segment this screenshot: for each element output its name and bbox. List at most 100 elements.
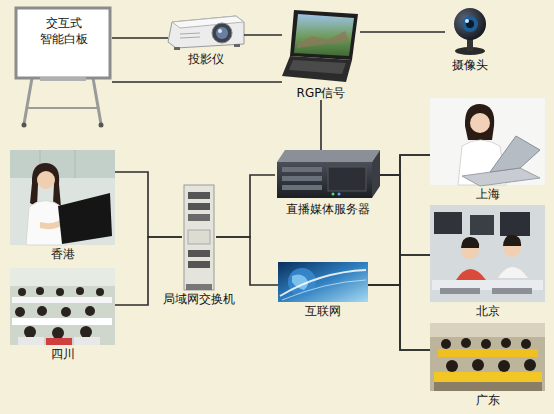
sichuan-photo <box>18 337 44 345</box>
projector-figure <box>174 47 180 50</box>
site-photo: 上海 <box>430 98 545 201</box>
projector-figure <box>172 16 244 28</box>
figure-area <box>430 98 545 185</box>
network-line <box>380 155 430 175</box>
network-line <box>368 155 430 285</box>
figure-area <box>10 150 115 245</box>
sichuan-photo <box>76 287 84 295</box>
sichuan-photo <box>74 337 100 345</box>
beijing-photo <box>492 288 532 294</box>
figure-area <box>282 8 360 84</box>
site-photo: 四川 <box>10 268 115 361</box>
network-line <box>115 172 182 237</box>
internet-figure <box>282 280 366 300</box>
figure-area <box>275 150 380 200</box>
switch-figure <box>188 250 210 257</box>
network-line <box>112 81 282 83</box>
guangdong-photo <box>501 338 511 348</box>
switch-figure <box>184 185 214 290</box>
beijing-photo <box>456 269 486 280</box>
beijing-photo <box>434 212 462 234</box>
network-line <box>380 175 430 255</box>
whiteboard-figure <box>22 123 27 128</box>
lan-switch: 局域网交换机 <box>182 185 216 306</box>
projector-figure <box>180 33 200 34</box>
sichuan-photo <box>37 306 47 316</box>
beijing-photo <box>461 237 479 248</box>
beijing-photo <box>440 288 480 294</box>
internet-figure <box>280 270 366 296</box>
sichuan-photo <box>10 268 115 345</box>
whiteboard-figure <box>16 8 110 78</box>
sichuan-photo <box>24 326 36 338</box>
sichuan-photo <box>12 318 112 325</box>
shanghai-photo <box>430 98 545 185</box>
device-caption: 上海 <box>476 187 500 201</box>
hongkong-photo <box>10 150 115 245</box>
sichuan-photo <box>15 307 25 317</box>
laptop-figure <box>282 10 358 82</box>
guangdong-photo <box>461 338 471 348</box>
internet-figure <box>278 262 368 302</box>
sichuan-photo <box>12 297 112 303</box>
webcam-figure <box>462 16 478 32</box>
figure-area <box>445 6 495 56</box>
site-photo: 香港 <box>10 150 115 261</box>
internet-figure <box>278 262 368 302</box>
network-line <box>368 255 430 285</box>
sichuan-photo <box>61 307 71 317</box>
laptop-figure <box>282 56 352 82</box>
site-photo: 广东 <box>430 323 545 407</box>
guangdong-photo <box>434 382 542 391</box>
site-photo: 北京 <box>430 205 545 318</box>
switch-figure <box>188 214 210 221</box>
sichuan-photo <box>10 268 115 345</box>
server-figure <box>277 162 372 198</box>
beijing-photo <box>430 205 545 302</box>
beijing-photo <box>498 267 528 278</box>
figure-area <box>168 12 244 50</box>
projector-figure <box>216 27 228 39</box>
figure-area <box>10 268 115 345</box>
guangdong-photo <box>472 359 484 371</box>
hongkong-photo <box>75 150 76 178</box>
projector-figure <box>168 16 244 48</box>
projector-figure <box>168 16 244 50</box>
guangdong-photo <box>521 339 531 349</box>
laptop: RGP信号 <box>282 8 360 100</box>
guangdong-photo <box>446 360 458 372</box>
device-caption: 互联网 <box>305 304 341 318</box>
server-figure <box>277 150 380 198</box>
shanghai-photo <box>470 113 490 133</box>
internet-cloud: 互联网 <box>278 262 368 318</box>
sichuan-photo <box>96 288 104 296</box>
guangdong-photo <box>524 359 536 371</box>
switch-figure <box>188 261 210 268</box>
switch-figure <box>188 230 210 244</box>
device-caption: 北京 <box>476 304 500 318</box>
guangdong-photo <box>441 339 451 349</box>
shanghai-photo <box>490 136 540 172</box>
whiteboard-figure <box>24 78 32 124</box>
projector-figure <box>218 29 222 33</box>
board-text: 交互式 智能白板 <box>39 15 89 47</box>
laptop-figure <box>297 31 349 48</box>
whiteboard-figure <box>40 77 86 81</box>
webcam-figure <box>454 8 486 55</box>
sichuan-photo <box>36 287 44 295</box>
media-server: 直播媒体服务器 <box>275 150 380 216</box>
sichuan-photo <box>85 306 95 316</box>
server-figure <box>338 193 341 196</box>
switch-figure <box>188 203 210 210</box>
guangdong-photo <box>430 323 545 337</box>
guangdong-photo <box>481 339 491 349</box>
webcam: 摄像头 <box>445 6 495 72</box>
network-line <box>216 175 275 237</box>
network-line <box>380 175 430 350</box>
laptop-figure <box>290 10 358 60</box>
sichuan-photo <box>18 288 26 296</box>
switch-figure <box>184 185 214 290</box>
network-line <box>368 285 430 350</box>
sichuan-photo <box>46 338 72 345</box>
sichuan-photo <box>52 327 64 339</box>
